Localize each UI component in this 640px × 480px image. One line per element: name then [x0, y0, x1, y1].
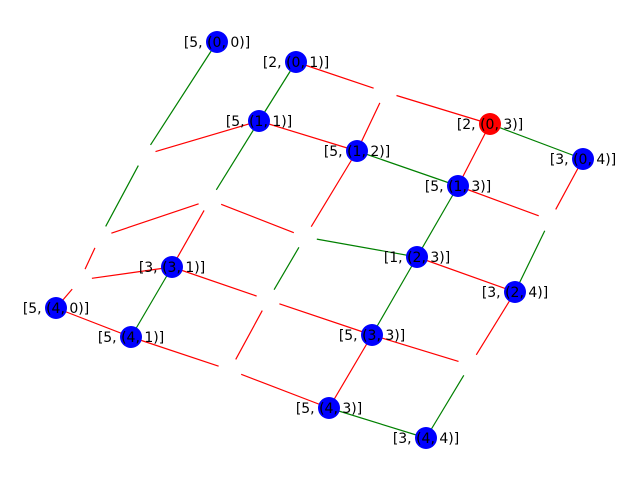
node-n23: [406, 246, 428, 268]
node-n31: [161, 256, 183, 278]
edge-n01-n11: [258, 61, 297, 122]
node-label-n13: [5, (1, 3)]: [425, 179, 491, 195]
node-n43: [318, 397, 340, 419]
edge-n20-n21: [111, 203, 199, 234]
node-label-n23: [1, (2, 3)]: [384, 250, 450, 266]
node-label-n33: [5, (3, 3)]: [339, 328, 405, 344]
edge-n10-n11: [155, 120, 260, 153]
node-label-n44: [3, (4, 4)]: [393, 431, 459, 447]
node-n13: [447, 175, 469, 197]
edge-n22-n23: [316, 238, 418, 258]
edge-n23-n33: [371, 256, 418, 336]
edge-n02-n03: [396, 94, 491, 125]
node-label-n04: [3, (0, 4)]: [550, 152, 616, 168]
node-n33: [361, 324, 383, 346]
edges-layer: [55, 41, 584, 439]
node-label-n12: [5, (1, 2)]: [324, 144, 390, 160]
labels-layer: [5, (0, 0)] [2, (0, 1)] [2, (0, 3)] [3, (0,…: [23, 35, 616, 447]
node-n01: [285, 51, 307, 73]
edge-n40-n41: [55, 307, 132, 338]
edge-n41-n42: [130, 336, 219, 367]
edge-n32-n33: [279, 303, 373, 336]
edge-n43-n44: [328, 407, 427, 439]
node-n44: [415, 427, 437, 449]
node-label-n01: [2, (0, 1)]: [263, 55, 329, 71]
edge-n21-n22: [220, 203, 295, 234]
edge-n30-n31: [91, 266, 173, 279]
edge-n13-n14: [457, 185, 539, 217]
node-label-n40: [5, (4, 0)]: [23, 301, 89, 317]
edge-n03-n04: [489, 123, 584, 160]
edge-n31-n41: [130, 266, 173, 338]
edge-n12-n22: [310, 150, 358, 228]
edge-n01-n02: [295, 61, 374, 89]
edge-n13-n23: [416, 185, 459, 258]
node-n40: [45, 297, 67, 319]
node-label-n31: [3, (3, 1)]: [139, 260, 205, 276]
edge-n24-n34: [475, 291, 516, 356]
edge-n20-n30: [84, 247, 96, 270]
node-label-n00: [5, (0, 0)]: [184, 35, 250, 51]
edge-n11-n12: [258, 120, 358, 152]
node-label-n11: [5, (1, 1)]: [226, 114, 292, 130]
edge-n33-n34: [371, 334, 459, 363]
edge-n00-n10: [150, 41, 218, 146]
node-label-n41: [5, (4, 1)]: [98, 330, 164, 346]
edge-n11-n21: [215, 120, 260, 191]
node-n12: [346, 140, 368, 162]
edge-n12-n13: [356, 150, 459, 187]
edge-n10-n20: [105, 165, 139, 227]
nodes-layer: [45, 31, 594, 449]
node-n24: [504, 281, 526, 303]
edge-n31-n32: [171, 266, 257, 297]
edge-n23-n24: [416, 256, 516, 293]
node-n04: [572, 148, 594, 170]
node-label-n43: [5, (4, 3)]: [296, 401, 362, 417]
edge-n22-n32: [273, 247, 300, 290]
edge-n32-n42: [235, 310, 263, 360]
node-label-n03: [2, (0, 3)]: [457, 117, 523, 133]
node-n00: [206, 31, 228, 53]
node-label-n24: [3, (2, 4)]: [482, 285, 548, 301]
node-n03: [479, 113, 501, 135]
edge-n14-n24: [514, 230, 546, 293]
node-n11: [248, 110, 270, 132]
node-n41: [120, 326, 142, 348]
edge-n03-n13: [457, 123, 491, 187]
edge-n34-n44: [425, 374, 465, 439]
edge-n42-n43: [240, 373, 330, 409]
edge-n33-n43: [328, 334, 373, 409]
